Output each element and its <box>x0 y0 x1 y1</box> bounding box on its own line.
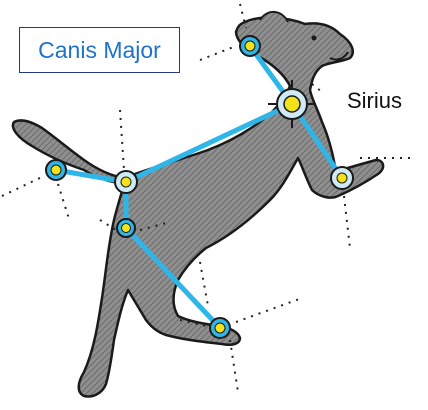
sirius-label: Sirius <box>347 88 402 114</box>
head-top-star <box>240 36 260 56</box>
back-star <box>115 171 137 193</box>
front-paw-star <box>331 167 353 189</box>
hip-star <box>117 219 135 237</box>
hind-paw-star <box>210 318 230 338</box>
tail-star <box>46 160 66 180</box>
constellation-title: Canis Major <box>19 27 180 73</box>
dog-silhouette <box>13 18 383 397</box>
